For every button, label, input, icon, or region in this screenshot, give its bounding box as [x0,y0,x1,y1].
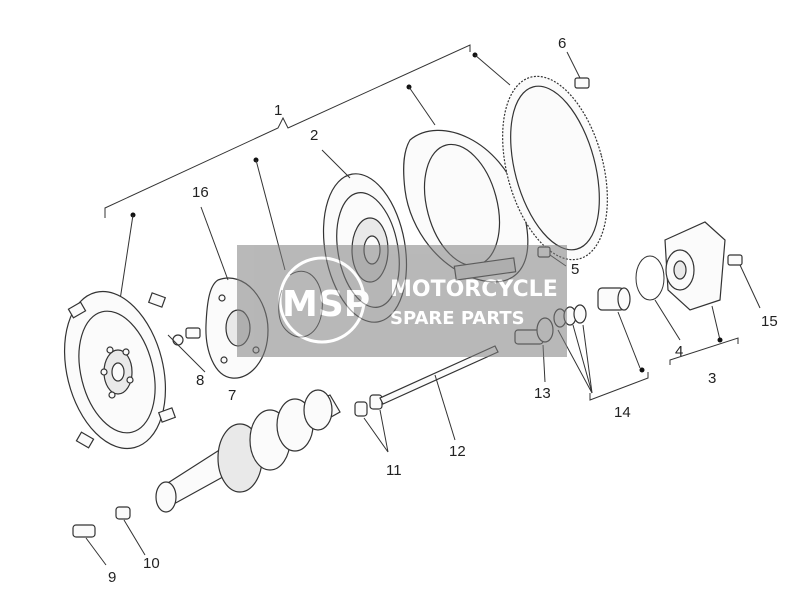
callout-1: 1 [274,102,282,119]
part-14-bushing [589,287,649,401]
ring-gear [502,75,608,261]
main-shaft [155,389,341,513]
watermark-line2: SPARE PARTS [390,308,525,329]
callout-15: 15 [761,313,778,330]
watermark-line1: MOTORCYCLE [390,277,558,302]
part-7-8-screw [167,327,206,373]
callout-8: 8 [196,372,204,389]
callout-11: 11 [386,462,402,479]
callout-16: 16 [192,184,209,201]
part-15-bolt [727,254,761,309]
o-ring-4 [635,255,681,341]
callout-5: 5 [571,261,579,278]
callout-6: 6 [558,35,566,52]
watermark: MSP MOTORCYCLE SPARE PARTS [237,245,567,357]
push-rod [379,345,499,441]
slave-cylinder [664,221,739,365]
callout-4: 4 [675,343,683,360]
callout-10: 10 [143,555,160,572]
callout-7: 7 [228,387,236,404]
callout-9: 9 [108,569,116,586]
callouts: 1 2 3 4 5 6 7 8 9 10 11 12 13 14 15 16 [108,35,778,586]
watermark-logo: MSP [282,284,370,325]
rollers-11 [354,394,389,453]
callout-13: 13 [534,385,551,402]
part-6-bolt [566,51,590,89]
parts-9-10 [72,506,146,566]
callout-2: 2 [310,127,318,144]
pressure-plate [403,129,529,283]
callout-14: 14 [614,404,631,421]
callout-3: 3 [708,370,716,387]
callout-12: 12 [449,443,466,460]
flywheel-plate [63,290,177,450]
